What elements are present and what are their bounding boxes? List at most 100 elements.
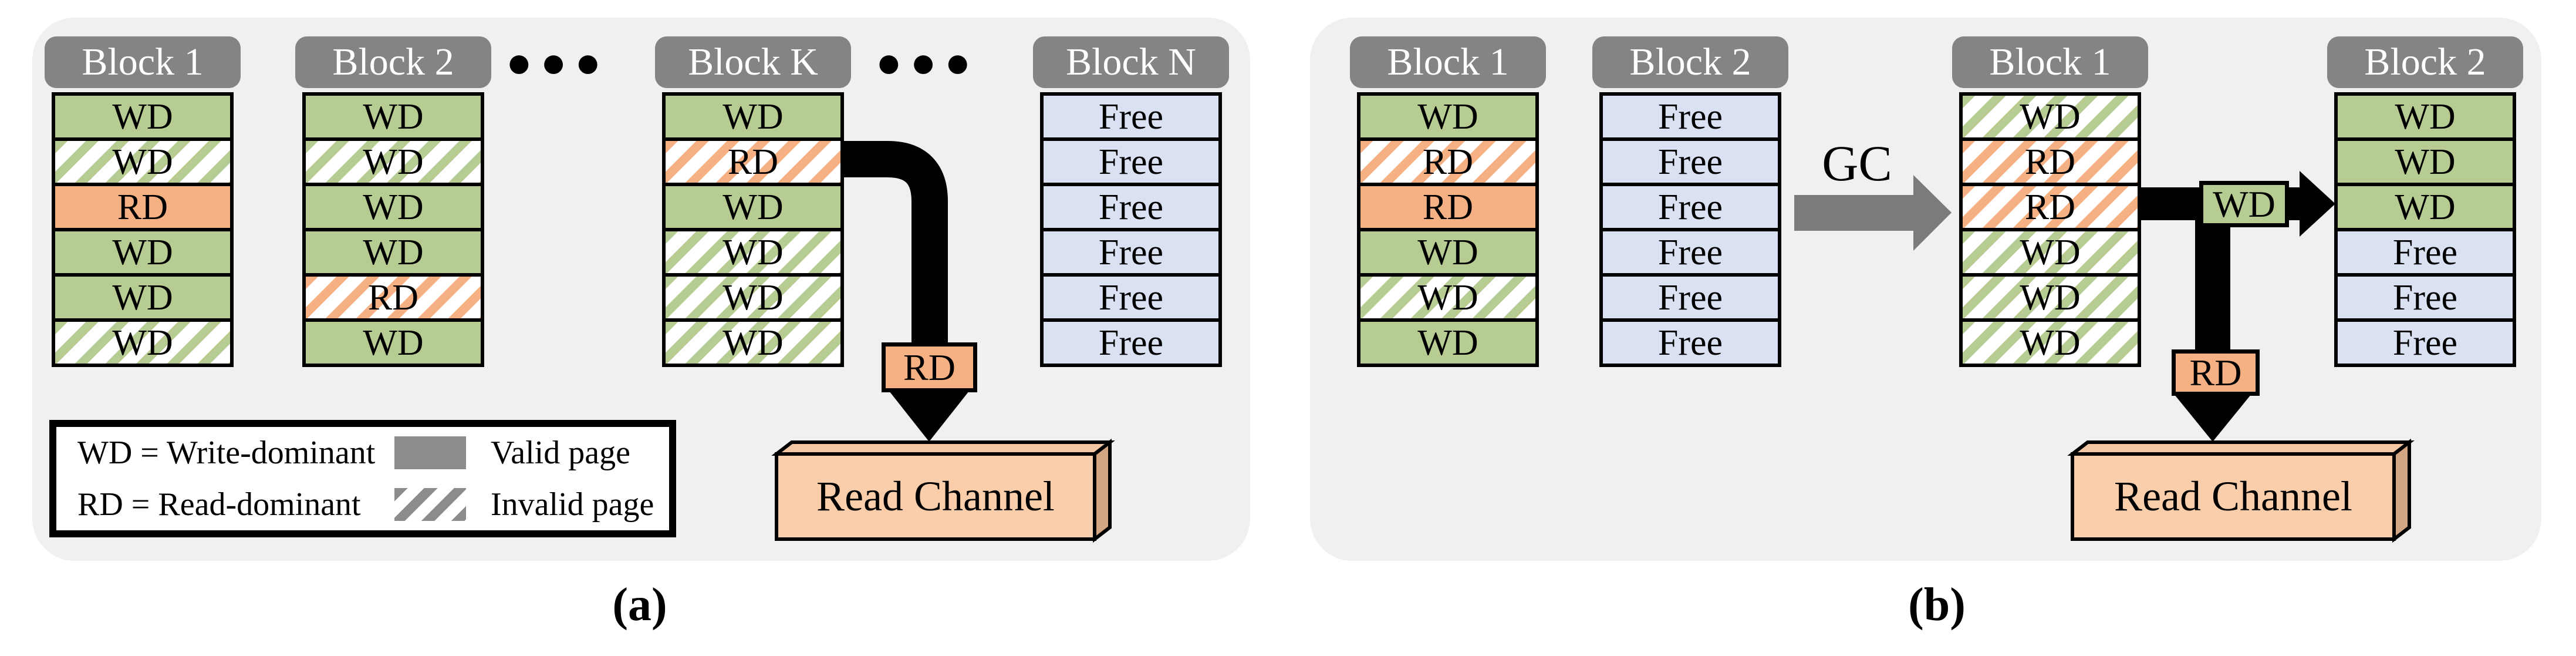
- page-cell-wd: WD: [302, 92, 484, 141]
- page-label: WD: [112, 232, 173, 273]
- ellipsis-dots-icon: ●●●: [876, 38, 980, 87]
- page-cell-free: Free: [1040, 273, 1222, 322]
- page-cell-wd_invalid: WD: [302, 137, 484, 186]
- panel-a-caption: (a): [612, 579, 667, 631]
- block-header: Block K: [655, 36, 851, 88]
- page-label: WD: [2395, 142, 2456, 182]
- page-label: WD: [1417, 96, 1478, 137]
- page-label: WD: [363, 232, 424, 273]
- page-cell-wd_invalid: WD: [52, 137, 234, 186]
- page-label: Free: [2392, 232, 2458, 273]
- page-label: WD: [2395, 96, 2456, 137]
- rd-flow-tag-b: RD: [2172, 349, 2260, 396]
- read-channel-label-a: Read Channel: [816, 473, 1055, 520]
- page-label: WD: [112, 322, 173, 363]
- page-label: RD: [727, 142, 779, 182]
- page-cell-free: Free: [1040, 318, 1222, 367]
- page-label: RD: [1422, 187, 1474, 227]
- page-cell-rd_invalid: RD: [1959, 183, 2141, 231]
- block-header: Block 1: [45, 36, 241, 88]
- page-cell-wd_invalid: WD: [1959, 228, 2141, 277]
- legend-box: WD = Write-dominant Valid page RD = Read…: [49, 420, 676, 537]
- page-label: Free: [1657, 277, 1723, 318]
- page-cell-wd_invalid: WD: [662, 273, 844, 322]
- block-header: Block N: [1033, 36, 1229, 88]
- legend-row-invalid: RD = Read-dominant Invalid page: [77, 479, 663, 530]
- invalid-page-swatch-icon: [394, 488, 466, 521]
- page-cell-wd_invalid: WD: [1357, 273, 1539, 322]
- page-cell-free: Free: [1599, 137, 1781, 186]
- page-label: WD: [723, 232, 784, 273]
- page-label: Free: [1657, 142, 1723, 182]
- page-cell-rd_invalid: RD: [1357, 137, 1539, 186]
- page-cell-rd_invalid: RD: [662, 137, 844, 186]
- page-cell-wd: WD: [2334, 137, 2516, 186]
- page-label: WD: [2020, 96, 2081, 137]
- page-label: WD: [363, 142, 424, 182]
- page-label: WD: [363, 187, 424, 227]
- page-label: Free: [1657, 232, 1723, 273]
- page-cell-wd: WD: [302, 183, 484, 231]
- page-label: RD: [117, 187, 168, 227]
- page-cell-free: Free: [1040, 92, 1222, 141]
- page-cell-free: Free: [1599, 318, 1781, 367]
- page-cell-free: Free: [1599, 228, 1781, 277]
- page-cell-wd: WD: [1357, 92, 1539, 141]
- page-cell-free: Free: [1040, 183, 1222, 231]
- page-cell-wd_invalid: WD: [662, 318, 844, 367]
- page-label: Free: [1098, 322, 1164, 363]
- wd-flow-tag-b: WD: [2199, 181, 2289, 227]
- page-label: WD: [723, 277, 784, 318]
- legend-label-valid: Valid page: [491, 435, 630, 471]
- page-cell-wd: WD: [1357, 318, 1539, 367]
- page-label: WD: [1417, 232, 1478, 273]
- page-label: Free: [1657, 187, 1723, 227]
- page-cell-wd: WD: [662, 183, 844, 231]
- page-label: Free: [1657, 96, 1723, 137]
- page-cell-wd_invalid: WD: [1959, 273, 2141, 322]
- page-cell-wd: WD: [52, 92, 234, 141]
- page-cell-wd: WD: [662, 92, 844, 141]
- page-label: Free: [1098, 96, 1164, 137]
- page-label: WD: [363, 96, 424, 137]
- page-label: WD: [2020, 277, 2081, 318]
- page-label: WD: [112, 142, 173, 182]
- rd-flow-tag-a: RD: [882, 342, 977, 392]
- block-header: Block 2: [2327, 36, 2523, 88]
- page-cell-wd: WD: [52, 228, 234, 277]
- page-label: WD: [363, 322, 424, 363]
- page-label: WD: [1417, 277, 1478, 318]
- page-cell-free: Free: [1599, 92, 1781, 141]
- page-cell-rd: RD: [52, 183, 234, 231]
- page-label: Free: [1098, 277, 1164, 318]
- gc-label: GC: [1822, 135, 1892, 191]
- page-label: Free: [2392, 277, 2458, 318]
- block-header: Block 1: [1350, 36, 1546, 88]
- page-cell-rd: RD: [1357, 183, 1539, 231]
- page-cell-free: Free: [1040, 228, 1222, 277]
- block-header: Block 2: [1592, 36, 1788, 88]
- page-cell-free: Free: [1599, 183, 1781, 231]
- page-label: Free: [1098, 187, 1164, 227]
- page-cell-rd_invalid: RD: [302, 273, 484, 322]
- page-cell-wd_invalid: WD: [52, 318, 234, 367]
- page-cell-free: Free: [2334, 318, 2516, 367]
- legend-key-wd: WD = Write-dominant: [77, 435, 376, 471]
- page-label: WD: [723, 187, 784, 227]
- page-cell-wd: WD: [52, 273, 234, 322]
- page-cell-free: Free: [2334, 228, 2516, 277]
